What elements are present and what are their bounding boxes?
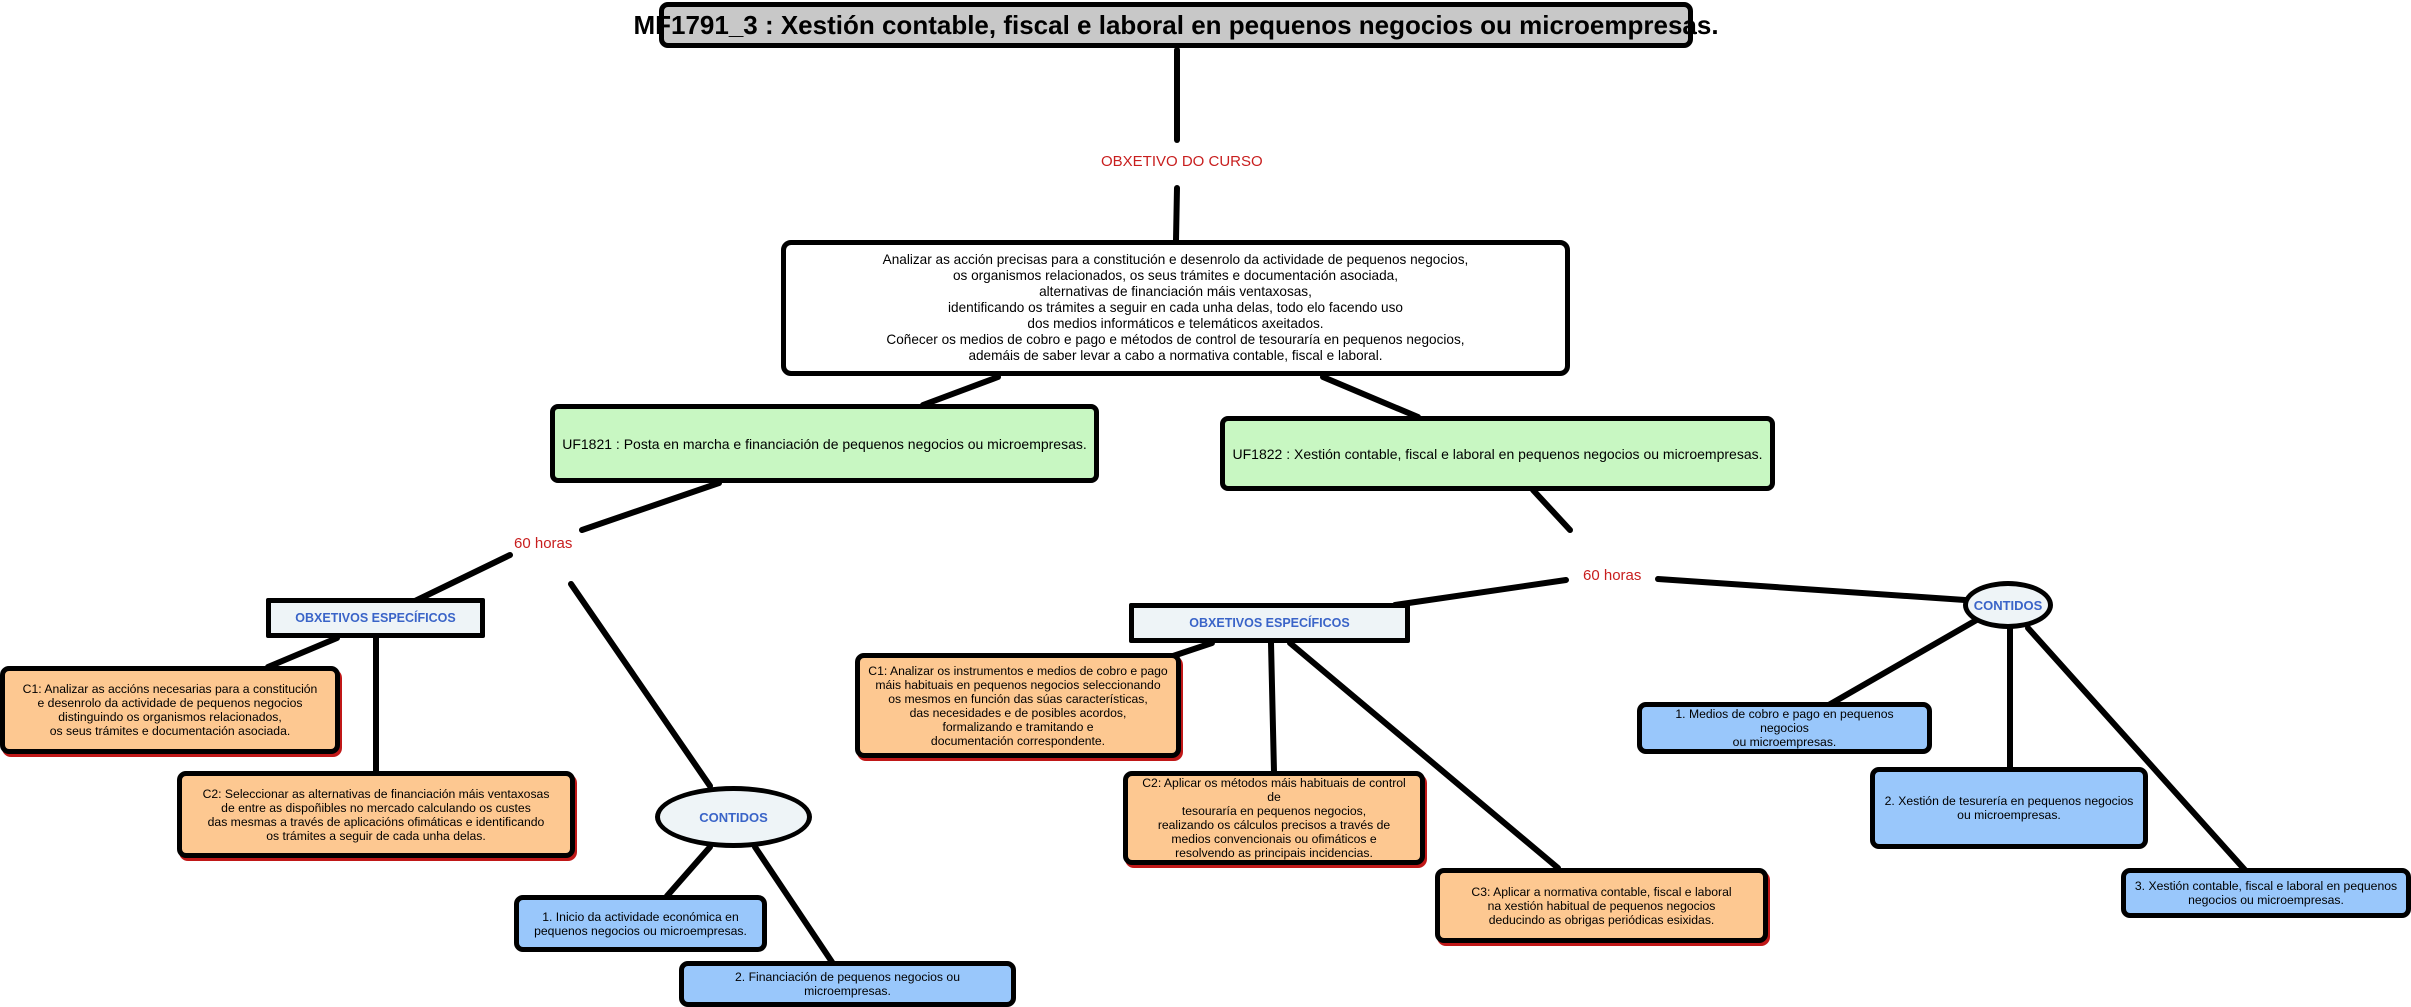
uf1822-content-1: 1. Medios de cobro e pago en pequenos ne…	[1637, 702, 1932, 754]
uf1821-box: UF1821 : Posta en marcha e financiación …	[550, 404, 1099, 483]
uf1822-objective-c3: C3: Aplicar a normativa contable, fiscal…	[1435, 868, 1768, 943]
uf1822-content-2: 2. Xestión de tesurería en pequenos nego…	[1870, 767, 2148, 849]
connector-contents2-item3	[2025, 625, 2248, 873]
connector-objective-uf1821	[920, 374, 1001, 408]
uf1821-content-1: 1. Inicio da actividade económica en peq…	[514, 895, 767, 952]
module-title: MF1791_3 : Xestión contable, fiscal e la…	[633, 2, 1719, 48]
uf1821-objective-c2: C2: Seleccionar as alternativas de finan…	[177, 771, 575, 858]
uf1821-objective-c1: C1: Analizar as accións necesarias para …	[0, 666, 340, 754]
connector-label-objective	[1173, 185, 1180, 243]
uf1822-hours-label: 60 horas	[1580, 567, 1645, 584]
connector-hours-contents1	[568, 581, 713, 789]
uf1822-contents-heading: CONTIDOS	[1963, 581, 2053, 629]
course-objective-box: Analizar as acción precisas para a const…	[781, 240, 1570, 376]
connector-objective-uf1822	[1320, 374, 1421, 420]
uf1821-objectives-heading: OBXETIVOS ESPECÍFICOS	[266, 598, 485, 638]
connector-hours-spec2	[1392, 577, 1569, 608]
uf1822-content-3: 3. Xestión contable, fiscal e laboral en…	[2121, 868, 2411, 918]
connector-hours-spec1	[412, 552, 513, 604]
connector-spec1-c1	[265, 635, 340, 670]
connector-hours-contents2	[1655, 576, 1968, 603]
connector-contents2-item1	[1824, 615, 1983, 709]
connector-uf1822-hours	[1530, 487, 1573, 533]
connector-contents1-item1	[664, 844, 713, 899]
connector-spec2-c2	[1268, 640, 1277, 775]
uf1822-box: UF1822 : Xestión contable, fiscal e labo…	[1220, 416, 1775, 491]
uf1822-objectives-heading: OBXETIVOS ESPECÍFICOS	[1129, 603, 1410, 643]
uf1821-contents-heading: CONTIDOS	[655, 786, 812, 848]
uf1822-objective-c1: C1: Analizar os instrumentos e medios de…	[855, 653, 1181, 758]
connector-uf1821-hours	[579, 480, 722, 533]
connector-spec2-c3	[1287, 640, 1561, 871]
course-objective-label: OBXETIVO DO CURSO	[1098, 153, 1266, 170]
uf1821-content-2: 2. Financiación de pequenos negocios ou …	[679, 961, 1016, 1007]
uf1821-hours-label: 60 horas	[511, 535, 576, 552]
connector-contents1-item2	[752, 844, 835, 965]
uf1822-objective-c2: C2: Aplicar os métodos máis habituais de…	[1123, 771, 1425, 865]
